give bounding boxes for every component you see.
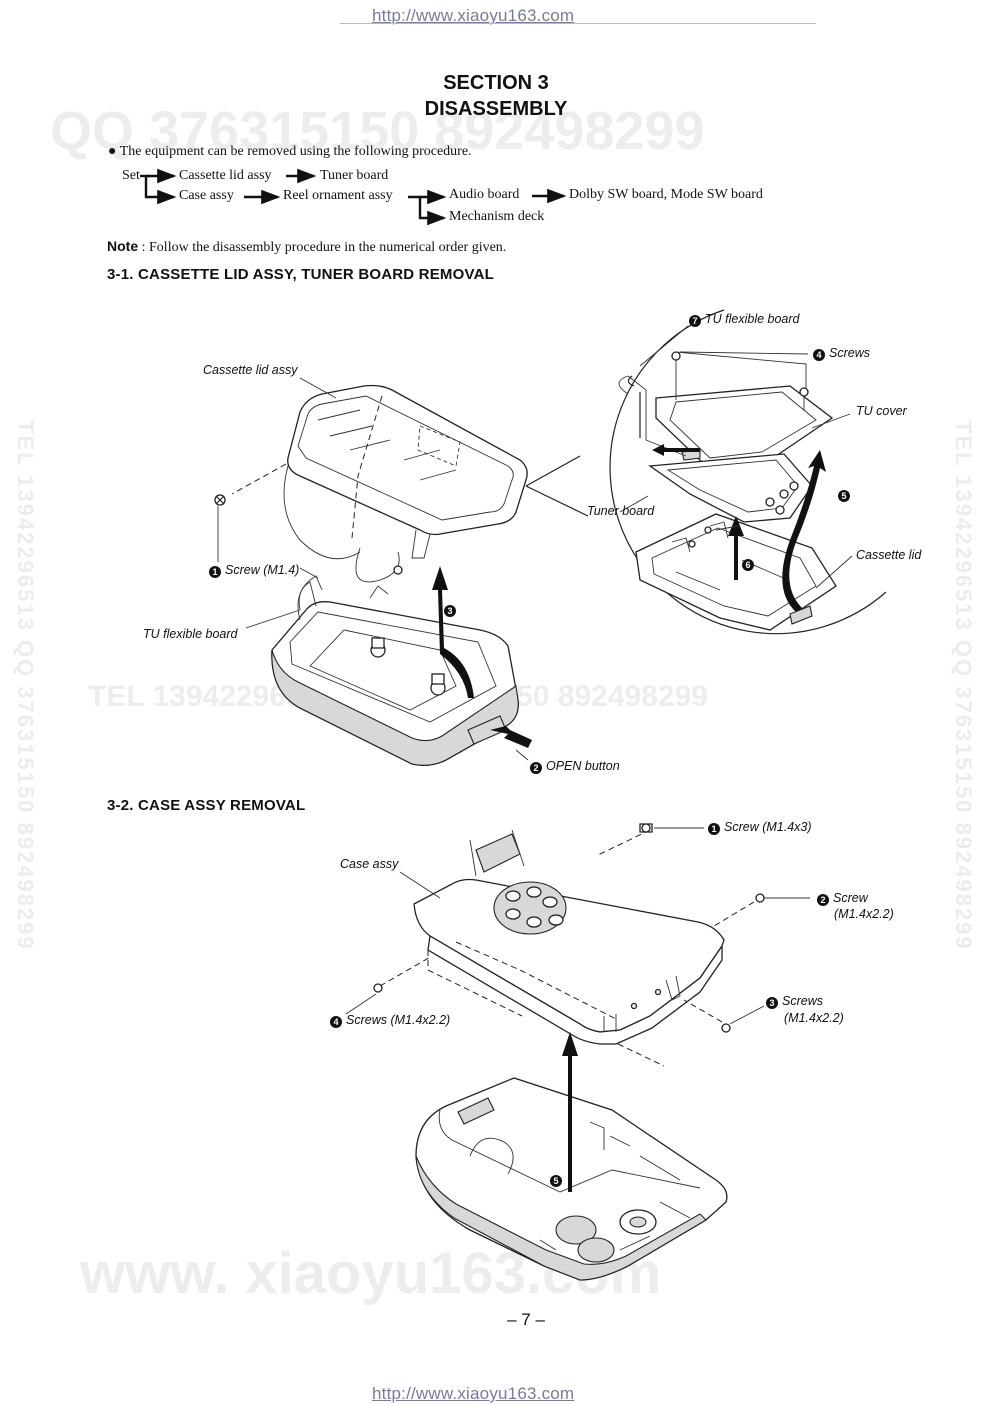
proc-audio-board: Audio board <box>449 187 520 202</box>
label-tuner-board: Tuner board <box>587 504 655 518</box>
label-screw-1-text: Screw (M1.4x3) <box>724 820 812 834</box>
label-screws-3-size: (M1.4x2.2) <box>784 1011 844 1025</box>
page-number: – 7 – <box>507 1310 545 1329</box>
step-6-label: 6 <box>742 556 758 571</box>
label-cassette-lid-assy: Cassette lid assy <box>203 363 298 377</box>
label-screw-2-size: (M1.4x2.2) <box>834 907 894 921</box>
watermark-right-vertical: TEL 13942296513 QQ 376315150 892498299 <box>951 420 976 951</box>
note-text: : Follow the disassembly procedure in th… <box>138 240 507 255</box>
proc-reel-ornament-assy: Reel ornament assy <box>283 188 393 203</box>
label-screws-3: 3 Screws <box>766 994 823 1009</box>
label-screw-m14: 1 Screw (M1.4) <box>209 563 299 578</box>
proc-tuner-board: Tuner board <box>320 168 389 183</box>
screw-1-drawing <box>214 463 287 562</box>
procedure-intro-text: The equipment can be removed using the f… <box>119 144 472 159</box>
step-7-badge: 7 <box>689 315 701 327</box>
step-2-badge: 2 <box>530 762 542 774</box>
step-2-case-badge: 2 <box>817 894 829 906</box>
watermark-left-vertical: TEL 13942296513 QQ 376315150 892498299 <box>13 420 38 951</box>
watermark-top: QQ 376315150 892498299 <box>50 101 705 161</box>
label-screws: 4 Screws <box>813 346 870 361</box>
label-screws-text: Screws <box>829 346 870 360</box>
bullet-icon: ● <box>108 144 117 159</box>
label-tu-flexible-board: TU flexible board <box>143 627 238 641</box>
step-4-badge: 4 <box>813 349 825 361</box>
label-screw-2-text: Screw <box>833 891 868 905</box>
step-3-case-badge: 3 <box>766 997 778 1009</box>
arrow-5-case <box>562 1032 578 1192</box>
label-tu-flexible-board-detail: 7 TU flexible board <box>689 312 800 327</box>
step-1-case-badge: 1 <box>708 823 720 835</box>
label-open-button-text: OPEN button <box>546 759 620 773</box>
diagram-3-1 <box>214 309 887 766</box>
section-subtitle: DISASSEMBLY <box>424 98 568 120</box>
arrow-7 <box>652 444 700 456</box>
case-assy-drawing <box>413 829 725 1045</box>
proc-set: Set <box>122 168 140 183</box>
heading-3-2: 3-2. CASE ASSY REMOVAL <box>107 797 306 814</box>
proc-case-assy: Case assy <box>179 188 234 203</box>
cassette-base-drawing <box>271 565 519 766</box>
detail-tuner-drawing <box>618 351 837 631</box>
header-rule <box>340 23 816 24</box>
procedure-arrows <box>140 168 567 226</box>
heading-3-1: 3-1. CASSETTE LID ASSY, TUNER BOARD REMO… <box>107 266 494 283</box>
diagram-3-2 <box>345 823 810 1281</box>
label-screws-3-text: Screws <box>782 994 823 1008</box>
label-tu-flexible-board-detail-text: TU flexible board <box>705 312 800 326</box>
label-tu-cover: TU cover <box>856 404 907 418</box>
proc-mechanism-deck: Mechanism deck <box>449 209 545 224</box>
procedure-intro: ● The equipment can be removed using the… <box>108 144 472 160</box>
step-3-label: 3 <box>444 602 460 617</box>
step-5-case-badge: 5 <box>550 1175 562 1187</box>
proc-cassette-lid-assy: Cassette lid assy <box>179 168 272 183</box>
arrow-5 <box>782 450 826 612</box>
step-5-badge: 5 <box>838 490 850 502</box>
step-3-badge: 3 <box>444 605 456 617</box>
footer-url[interactable]: http://www.xiaoyu163.com <box>372 1384 575 1403</box>
step-5-case-label: 5 <box>550 1172 566 1187</box>
screws-3-2-drawing <box>345 823 810 1033</box>
header-url[interactable]: http://www.xiaoyu163.com <box>372 6 575 25</box>
label-screw-m14-text: Screw (M1.4) <box>225 563 300 577</box>
label-screws-4: 4 Screws (M1.4x2.2) <box>330 1013 450 1028</box>
arrow-6 <box>728 516 744 580</box>
label-screw-1: 1 Screw (M1.4x3) <box>708 820 812 835</box>
step-6-badge: 6 <box>742 559 754 571</box>
arrow-2 <box>490 726 532 748</box>
step-4-case-badge: 4 <box>330 1016 342 1028</box>
cassette-lid-drawing <box>283 384 528 583</box>
step-5-label: 5 <box>838 487 854 502</box>
proc-dolby-mode: Dolby SW board, Mode SW board <box>569 187 763 202</box>
label-screws-4-text: Screws (M1.4x2.2) <box>346 1013 451 1027</box>
label-cassette-lid: Cassette lid <box>856 548 922 562</box>
label-screw-2: 2 Screw <box>817 891 868 906</box>
note-label: Note <box>107 238 139 254</box>
note: Note : Follow the disassembly procedure … <box>107 238 506 256</box>
arrow-3 <box>432 566 474 698</box>
label-open-button: 2 OPEN button <box>530 759 620 774</box>
step-1-badge: 1 <box>209 566 221 578</box>
section-title: SECTION 3 <box>443 72 549 94</box>
label-case-assy: Case assy <box>340 857 399 871</box>
